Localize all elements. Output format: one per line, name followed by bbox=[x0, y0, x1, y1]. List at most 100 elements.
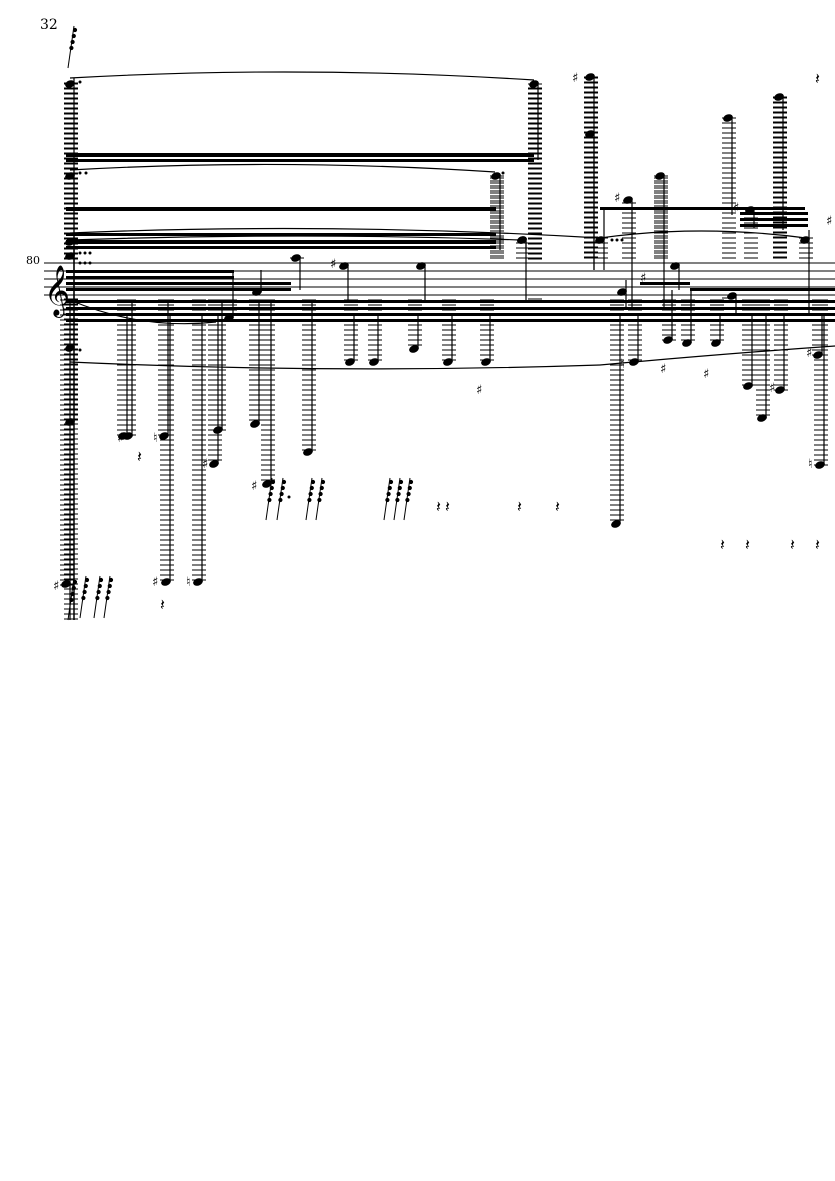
rest-clusters bbox=[67, 25, 414, 621]
rest-flag bbox=[388, 479, 394, 485]
notehead bbox=[65, 172, 75, 180]
svg-text:♯: ♯ bbox=[640, 271, 646, 286]
rest-flag bbox=[98, 577, 104, 583]
quarter-rest-icon: 𝄽 bbox=[137, 447, 142, 466]
rest-flag bbox=[72, 27, 78, 33]
notehead bbox=[585, 73, 595, 81]
rest-flag bbox=[107, 583, 112, 589]
notehead bbox=[262, 480, 272, 488]
rest-flag bbox=[95, 595, 100, 601]
svg-text:♯: ♯ bbox=[572, 71, 578, 86]
rest-flag bbox=[407, 485, 412, 491]
rest-flag bbox=[96, 589, 101, 595]
rest-flag bbox=[278, 497, 283, 503]
quarter-rest-icon: 𝄽 bbox=[436, 497, 441, 516]
quarter-rest-icon: 𝄽 bbox=[815, 535, 820, 554]
notehead bbox=[663, 336, 673, 344]
beams bbox=[66, 153, 835, 322]
augmentation-dots bbox=[78, 80, 624, 499]
quarter-rest-icon: 𝄽 bbox=[790, 535, 795, 554]
slurs bbox=[69, 71, 835, 370]
rest-flag bbox=[105, 595, 110, 601]
notehead bbox=[623, 196, 633, 204]
notehead bbox=[118, 432, 128, 440]
notehead bbox=[774, 93, 784, 101]
notehead bbox=[252, 288, 262, 296]
notehead bbox=[585, 130, 595, 138]
rest-flag bbox=[307, 497, 312, 503]
rest-flag bbox=[69, 45, 74, 51]
svg-text:♯: ♯ bbox=[330, 257, 336, 272]
notehead bbox=[250, 420, 260, 428]
notehead bbox=[209, 460, 219, 468]
notehead bbox=[303, 448, 313, 456]
rest-flag bbox=[319, 485, 324, 491]
rest-flag bbox=[69, 597, 74, 603]
notehead bbox=[65, 344, 75, 352]
notehead bbox=[743, 382, 753, 390]
notehead bbox=[595, 236, 605, 244]
notehead bbox=[682, 339, 692, 347]
notehead bbox=[800, 236, 810, 244]
rest-flag bbox=[308, 491, 313, 497]
notehead bbox=[65, 80, 75, 88]
rest-flag bbox=[405, 497, 410, 503]
rest-flag bbox=[84, 577, 90, 583]
notehead bbox=[670, 262, 680, 270]
notehead bbox=[629, 358, 639, 366]
rest-flag bbox=[387, 485, 392, 491]
rest-flag bbox=[72, 579, 78, 585]
rest-flag bbox=[82, 589, 87, 595]
notehead bbox=[345, 358, 355, 366]
notehead bbox=[775, 386, 785, 394]
notehead bbox=[745, 206, 755, 214]
quarter-rest-icon: 𝄽 bbox=[745, 535, 750, 554]
svg-text:♮: ♮ bbox=[186, 575, 191, 590]
svg-text:♯: ♯ bbox=[703, 367, 709, 382]
rest-flag bbox=[396, 491, 401, 497]
notehead bbox=[416, 262, 426, 270]
rest-flag bbox=[406, 491, 411, 497]
rest-flag bbox=[108, 577, 114, 583]
notehead bbox=[65, 238, 75, 246]
svg-text:♯: ♯ bbox=[117, 431, 123, 446]
quarter-rest-icon: 𝄽 bbox=[815, 69, 820, 88]
svg-text:♯: ♯ bbox=[251, 479, 257, 494]
rest-flag bbox=[395, 497, 400, 503]
svg-text:♯: ♯ bbox=[614, 191, 620, 206]
notehead bbox=[815, 461, 825, 469]
ledger-lines bbox=[60, 76, 828, 620]
measure-number: 80 bbox=[26, 254, 40, 267]
rest-flag bbox=[408, 479, 414, 485]
noteheads bbox=[61, 73, 825, 588]
svg-text:♯: ♯ bbox=[53, 579, 59, 594]
rest-flag bbox=[386, 491, 391, 497]
svg-text:♯: ♯ bbox=[152, 575, 158, 590]
notehead bbox=[481, 358, 491, 366]
notehead bbox=[65, 252, 75, 260]
rest-flag bbox=[70, 39, 75, 45]
rest-flag bbox=[106, 589, 111, 595]
rest-flag bbox=[280, 485, 285, 491]
stems bbox=[69, 77, 825, 620]
notehead bbox=[224, 314, 234, 322]
notehead bbox=[757, 414, 767, 422]
notehead bbox=[491, 172, 501, 180]
notehead bbox=[193, 578, 203, 586]
svg-text:♯: ♯ bbox=[202, 457, 208, 472]
svg-text:♮: ♮ bbox=[808, 457, 813, 472]
rest-flag bbox=[269, 485, 274, 491]
notehead bbox=[529, 80, 539, 88]
rest-flag bbox=[268, 491, 273, 497]
rest-flag bbox=[81, 595, 86, 601]
accidentals: ♯ ♯ ♯ ♯ ♯ ♯ ♮ ♯ ♯ ♯ ♯ ♮ ♯ ♮ ♯ ♯ ♯ ♯ ♮ ♯ bbox=[53, 71, 832, 594]
notehead bbox=[161, 578, 171, 586]
svg-text:♯: ♯ bbox=[476, 383, 482, 398]
quarter-rest-icon: 𝄽 bbox=[517, 497, 522, 516]
rest-flag bbox=[318, 491, 323, 497]
notehead bbox=[65, 418, 75, 426]
rest-flag bbox=[97, 583, 102, 589]
notehead bbox=[723, 114, 733, 122]
quarter-rest-icon: 𝄽 bbox=[720, 535, 725, 554]
svg-text:♯: ♯ bbox=[733, 201, 739, 216]
